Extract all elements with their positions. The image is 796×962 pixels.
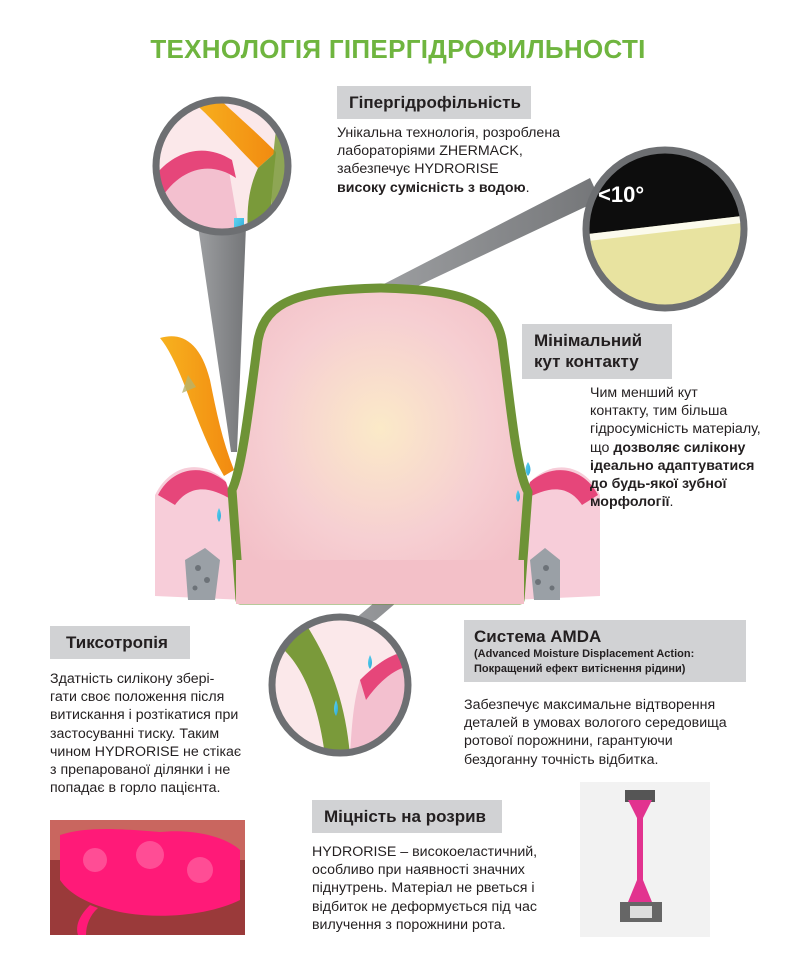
pointer-beam-top-left (198, 226, 246, 452)
syringe-tip (160, 336, 234, 476)
thixo-text: Здатність силікону збері- гати своє поло… (50, 671, 242, 797)
pointer-beam-top-right (380, 178, 600, 300)
photo-thixotropy (50, 820, 245, 935)
magnifier-contact-angle (586, 150, 744, 308)
hyper-text: Унікальна технологія, розроблена лаборат… (337, 125, 561, 196)
contact-text: Чим менший кут контакту, тим більша гідр… (590, 385, 761, 511)
contact-heading: Мінімальний кут контакту (522, 324, 672, 379)
amda-text: Забезпечує максимальне відтворення детал… (464, 697, 727, 768)
thixo-heading: Тиксотропія (50, 626, 190, 660)
photo-tensile (580, 782, 710, 937)
hyper-heading: Гіпергідрофільність (337, 86, 531, 120)
amda-heading: Система AMDA (Advanced Moisture Displace… (464, 620, 746, 682)
tensile-text: HYDRORISE – високоеластичний, особливо п… (312, 844, 538, 933)
page-title: ТЕХНОЛОГІЯ ГІПЕРГІДРОФИЛЬНОСТІ (150, 34, 646, 64)
contact-angle-label: <10° (598, 182, 645, 207)
magnifier-amda (272, 617, 408, 753)
tooth-crown (227, 283, 533, 605)
tensile-heading: Міцність на розрив (312, 800, 502, 834)
